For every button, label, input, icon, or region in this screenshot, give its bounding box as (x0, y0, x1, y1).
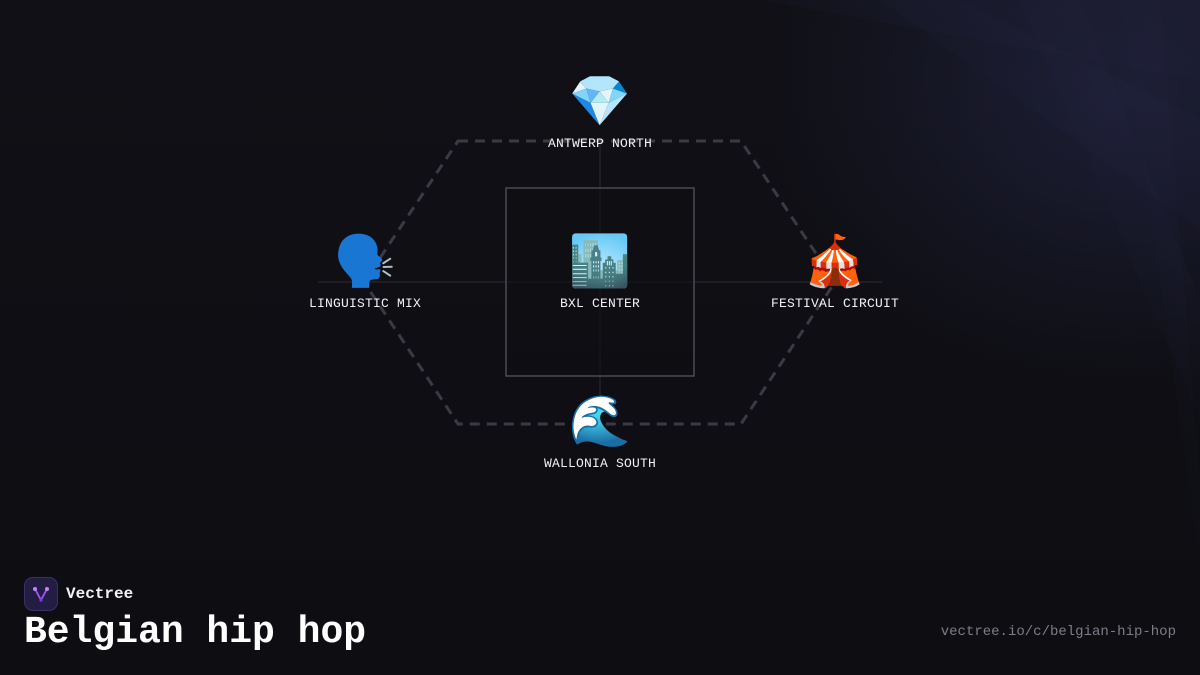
node-festival-circuit: 🎪 FESTIVAL CIRCUIT (735, 237, 935, 312)
node-label: LINGUISTIC MIX (308, 296, 422, 311)
node-wallonia-south: 🌊 WALLONIA SOUTH (500, 397, 700, 472)
wave-icon: 🌊 (568, 397, 632, 454)
node-antwerp-north: 💎 ANTWERP NORTH (500, 77, 700, 152)
cityscape-icon: 🏙️ (568, 237, 632, 294)
circus-tent-icon: 🎪 (803, 237, 867, 294)
node-label: FESTIVAL CIRCUIT (770, 296, 900, 311)
center-box (505, 187, 695, 377)
node-label: ANTWERP NORTH (547, 136, 653, 151)
brand[interactable]: Vectree (24, 577, 133, 611)
page-url[interactable]: vectree.io/c/belgian-hip-hop (940, 624, 1176, 640)
page-title: Belgian hip hop (24, 611, 367, 654)
node-label: WALLONIA SOUTH (543, 456, 657, 471)
brand-name: Vectree (66, 585, 134, 603)
node-label: BXL CENTER (559, 296, 640, 311)
vectree-logo-icon (24, 577, 58, 611)
gem-icon: 💎 (568, 77, 632, 134)
node-linguistic-mix: 🗣️ LINGUISTIC MIX (265, 237, 465, 312)
speaking-head-icon: 🗣️ (333, 237, 397, 294)
node-bxl-center: 🏙️ BXL CENTER (500, 237, 700, 312)
